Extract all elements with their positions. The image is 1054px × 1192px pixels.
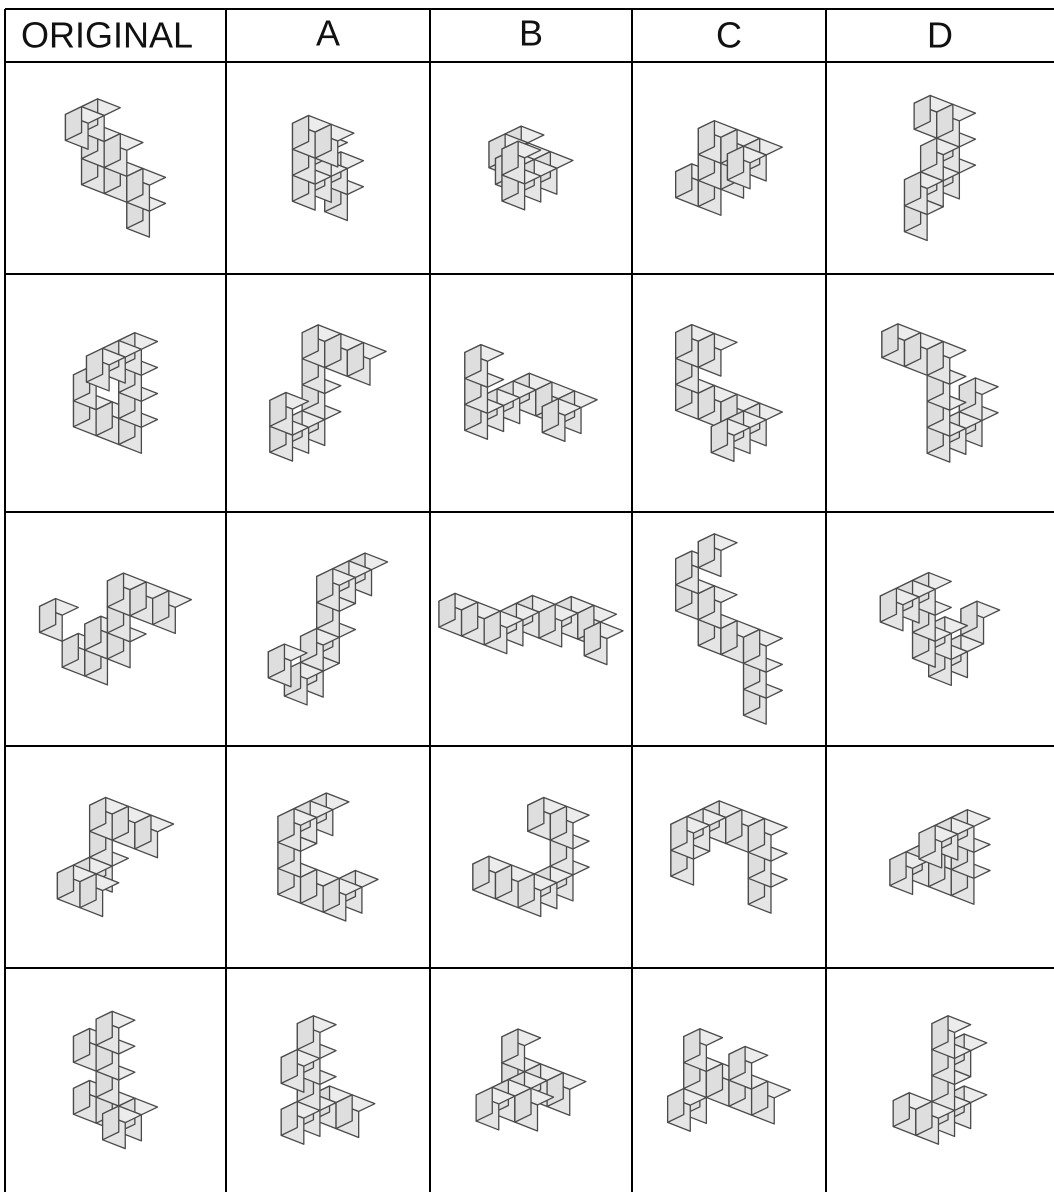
cube-figure (893, 1016, 987, 1144)
cube-figure (473, 797, 589, 916)
cube-figure (40, 573, 192, 685)
cube-figure (281, 1016, 375, 1144)
cube-figure (293, 115, 364, 220)
header-a: A (316, 13, 340, 54)
cube-figures (40, 95, 1000, 1148)
cube-figure (65, 99, 165, 237)
cube-figure (668, 1029, 791, 1131)
cube-figure (465, 345, 597, 442)
cube-figure (671, 801, 787, 913)
cube-figure (676, 534, 783, 724)
cube-figure (476, 1029, 586, 1131)
cube-figure (882, 324, 998, 462)
cube-figure (439, 593, 623, 664)
cube-figure (270, 325, 386, 461)
cube-figure (905, 95, 976, 240)
header-original: ORIGINAL (21, 15, 193, 56)
cube-figure (880, 573, 999, 686)
header-b: B (519, 13, 543, 54)
cube-figure (268, 553, 387, 705)
cube-figure (278, 793, 378, 921)
cube-figure (890, 810, 990, 905)
header-row: ORIGINAL A B C D (21, 13, 953, 56)
cube-figure (489, 126, 573, 210)
cube-figure (74, 1011, 158, 1148)
cube-figure (57, 797, 173, 916)
cube-figure (676, 121, 783, 216)
header-d: D (927, 15, 953, 56)
cube-figure (676, 325, 783, 462)
header-c: C (716, 15, 742, 56)
cube-figure (74, 333, 158, 454)
